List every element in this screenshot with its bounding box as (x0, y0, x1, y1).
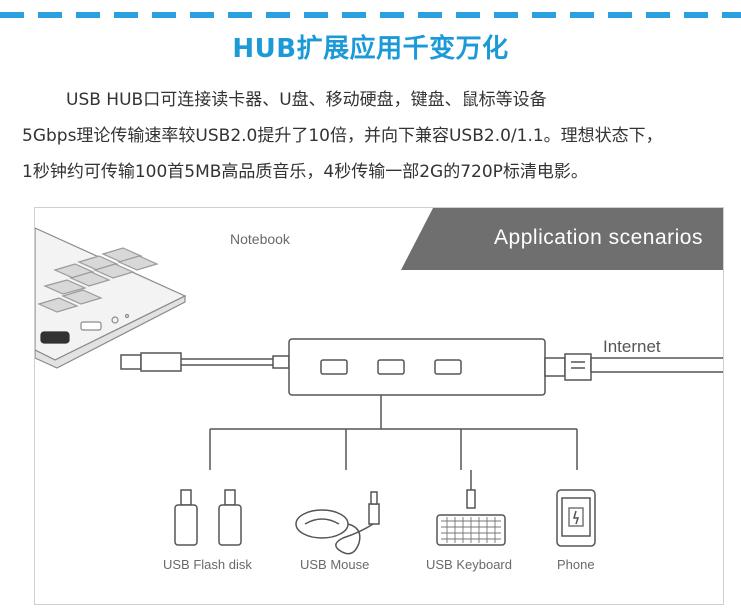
usb-flash-disk-icon (174, 489, 242, 546)
description-line-1: USB HUB口可连接读卡器、U盘、移动硬盘，键盘、鼠标等设备 (66, 90, 547, 110)
usb-keyboard-label: USB Keyboard (426, 557, 512, 572)
notebook-label: Notebook (230, 231, 290, 247)
usb-mouse-label: USB Mouse (300, 557, 370, 572)
phone-label: Phone (557, 557, 595, 572)
usb-cable-icon (120, 352, 290, 372)
page-title: HUB扩展应用千变万化 (232, 34, 509, 64)
internet-label: Internet (603, 337, 661, 356)
description-line-3: 1秒钟约可传输100首5MB高品质音乐，4秒传输一部2G的720P标清电影。 (22, 162, 588, 182)
usb-flash-disk-label: USB Flash disk (163, 557, 252, 572)
connector-lines (209, 395, 578, 470)
keyboard-icon (436, 470, 506, 546)
scenario-banner (401, 208, 723, 270)
notebook-icon (35, 227, 187, 369)
dashed-divider (0, 12, 741, 18)
phone-icon (556, 489, 596, 547)
usb-hub-icon (288, 338, 546, 396)
description-line-2: 5Gbps理论传输速率较USB2.0提升了10倍，并向下兼容USB2.0/1.1… (22, 126, 663, 146)
mouse-icon (295, 491, 380, 555)
diagram-lineart (35, 227, 723, 555)
scenario-banner-text: Application scenarios (494, 226, 703, 249)
ethernet-cable-icon (544, 353, 723, 381)
description-paragraph: USB HUB口可连接读卡器、U盘、移动硬盘，键盘、鼠标等设备 5Gbps理论传… (0, 82, 741, 190)
application-diagram: Application scenarios Notebook Internet … (34, 207, 724, 605)
